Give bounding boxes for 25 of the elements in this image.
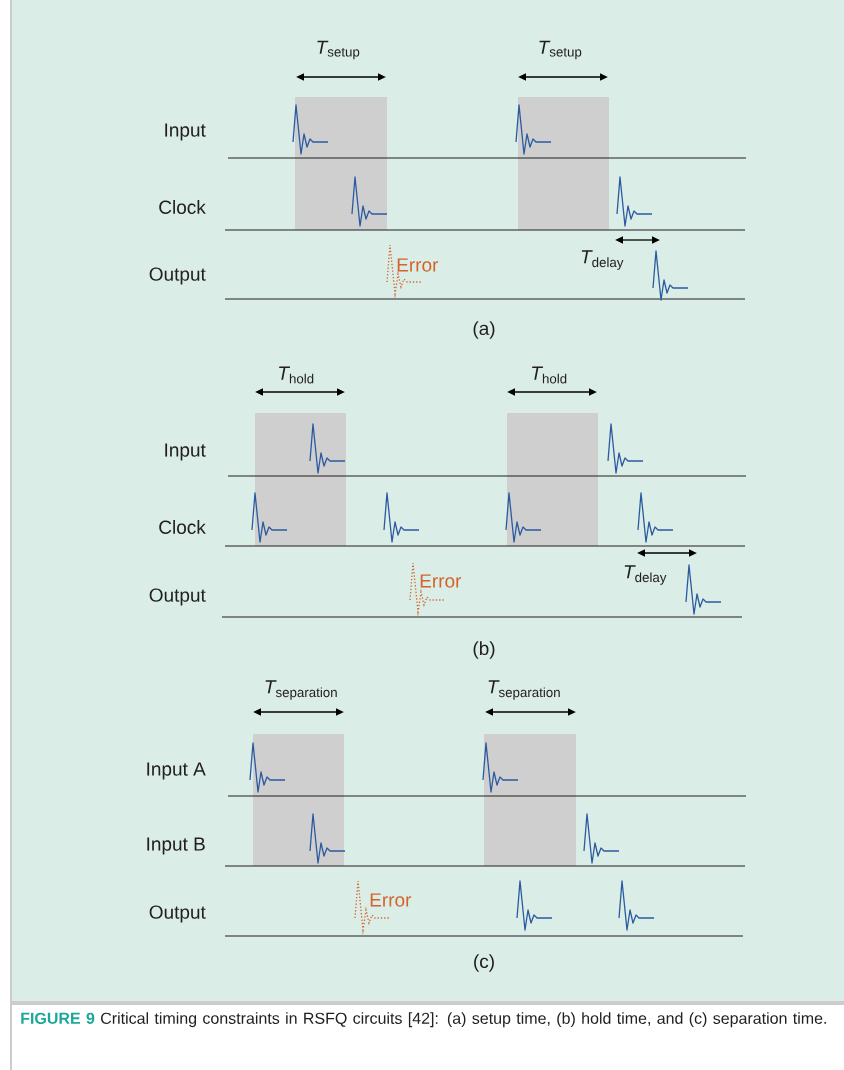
error-label: Error (420, 574, 462, 588)
error-label: Error (397, 258, 439, 272)
time-label: $\mathit{T}_{\mathrm{hold}}$ (532, 366, 567, 384)
signal-name: Output (149, 905, 206, 923)
signal-name: Input (165, 443, 206, 461)
time-label: $\mathit{T}_{\mathrm{separation}}$ (488, 680, 560, 700)
signal-name: Input (165, 123, 206, 141)
panel-label: (a) (473, 321, 495, 339)
time-label: $\mathit{T}_{\mathrm{separation}}$ (265, 680, 337, 700)
signal-name: Clock (159, 520, 206, 534)
error-label: Error (370, 893, 412, 907)
panel-label: (c) (474, 954, 494, 972)
signal-name: Output (149, 588, 206, 606)
signal-name: Clock (159, 200, 206, 214)
caption: Critical timing constraints in RSFQ circuits [42]: (a) setup time, (b) hold time, and (c) separation time. (101, 1012, 826, 1028)
time-label: $\mathit{T}_{\mathrm{delay}}$ (624, 565, 667, 585)
panel-label: (b) (473, 641, 495, 659)
signal-name: Output (149, 267, 206, 285)
time-label: $\mathit{T}_{\mathrm{delay}}$ (581, 250, 624, 270)
signal-name: Input B (147, 837, 205, 855)
signal-name: Input A (147, 762, 206, 780)
figure-number: FIGURE 9 (21, 1012, 95, 1024)
time-label: $\mathit{T}_{\mathrm{setup}}$ (317, 40, 360, 60)
time-label: $\mathit{T}_{\mathrm{hold}}$ (279, 366, 314, 384)
time-label: $\mathit{T}_{\mathrm{setup}}$ (539, 40, 582, 60)
